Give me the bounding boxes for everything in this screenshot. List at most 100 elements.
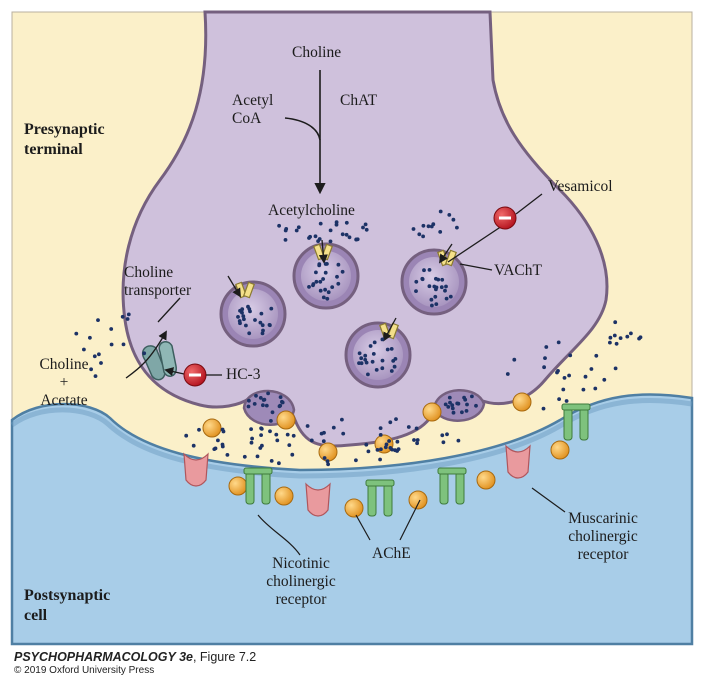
acetylcholine-dot: [371, 352, 376, 356]
acetylcholine-dot: [262, 397, 267, 402]
acetylcholine-dot: [280, 399, 284, 404]
acetylcholine-dot: [89, 367, 93, 372]
acetylcholine-dot: [266, 391, 270, 396]
acetylcholine-dot: [421, 234, 425, 239]
muscarinic-receptor: [183, 452, 209, 487]
acetylcholine-dot: [268, 323, 272, 328]
acetylcholine-dot: [260, 323, 265, 328]
acetylcholine-dot: [443, 402, 448, 407]
acetylcholine-dot: [238, 321, 242, 326]
acetylcholine-dot: [420, 276, 425, 281]
acetylcholine-dot: [287, 443, 292, 447]
ache-enzyme: [476, 470, 496, 490]
acetylcholine-dot: [309, 438, 314, 443]
acetylcholine-dot: [608, 340, 612, 345]
acetylcholine-dot: [450, 406, 455, 411]
acetylcholine-dot: [314, 279, 319, 284]
acetylcholine-dot: [378, 426, 383, 430]
receptor-layer: [183, 392, 591, 518]
acetylcholine-dot: [414, 279, 419, 284]
acetylcholine-dot: [389, 347, 394, 351]
acetylcholine-dot: [225, 453, 230, 457]
acetylcholine-dot: [247, 398, 251, 403]
acetylcholine-dot: [321, 295, 326, 300]
acetylcholine-dot: [415, 441, 419, 446]
acetylcholine-dot: [323, 262, 328, 266]
acetylcholine-dot: [434, 276, 438, 281]
ache-enzyme: [550, 440, 570, 460]
acetyl-coa-label: Acetyl CoA: [232, 92, 274, 127]
acetylcholine-dot: [126, 312, 131, 317]
acetylcholine-dot: [249, 440, 254, 445]
acetylcholine-dot: [261, 403, 265, 408]
acetylcholine-dot: [347, 235, 352, 240]
acetylcholine-dot: [323, 270, 328, 275]
acetylcholine-dot: [109, 327, 114, 331]
acetylcholine-dot: [88, 335, 92, 340]
acetylcholine-dot: [221, 429, 226, 434]
muscarinic-receptor-label: Muscarinic cholinergic receptor: [568, 510, 638, 563]
acetylcholine-dot: [255, 454, 260, 459]
acetylcholine-dot: [505, 372, 510, 376]
acetylcholine-dot: [594, 353, 599, 358]
acetylcholine-dot: [448, 400, 452, 405]
muscarinic-receptor: [305, 482, 331, 517]
acetylcholine-dot: [379, 447, 383, 452]
acetylcholine-dot: [283, 238, 288, 242]
acetylcholine-dot: [438, 230, 443, 234]
acetylcholine-label: Acetylcholine: [268, 202, 355, 219]
acetylcholine-dot: [142, 351, 147, 356]
acetylcholine-dot: [258, 320, 263, 325]
acetylcholine-dot: [451, 217, 456, 222]
acetylcholine-dot: [357, 361, 361, 365]
acetylcholine-dot: [291, 433, 296, 438]
acetylcholine-dot: [441, 440, 446, 445]
acetylcholine-dot: [394, 417, 398, 421]
acetylcholine-dot: [567, 373, 571, 378]
acetylcholine-dot: [625, 334, 630, 339]
acetylcholine-dot: [443, 288, 447, 293]
acetylcholine-dot: [326, 462, 330, 467]
acetylcholine-dot: [426, 224, 431, 229]
label-leaders: [257, 487, 566, 556]
figure-caption: PSYCHOPHARMACOLOGY 3e, Figure 7.2 © 2019…: [14, 650, 256, 676]
ache-enzyme: [422, 402, 442, 422]
acetylcholine-dot: [322, 430, 326, 435]
acetylcholine-dot: [109, 342, 114, 347]
acetylcholine-dot: [544, 345, 549, 349]
acetylcholine-dot: [366, 449, 371, 454]
acetylcholine-dot: [212, 447, 217, 451]
acetylcholine-dot: [184, 433, 189, 438]
acetylcholine-dot: [380, 366, 385, 371]
acetylcholine-dot: [368, 344, 373, 348]
acetylcholine-dot: [311, 282, 316, 286]
acetylcholine-dot: [383, 445, 388, 450]
acetylcholine-dot: [260, 331, 265, 336]
ache-enzyme: [318, 442, 338, 462]
acetylcholine-dot: [330, 285, 335, 289]
postsynaptic-cell-label: Postsynaptic cell: [24, 587, 111, 624]
acetylcholine-dot: [440, 433, 445, 438]
acetylcholine-dot: [344, 232, 349, 237]
acetylcholine-dot: [274, 432, 279, 437]
choline-label: Choline: [292, 44, 342, 61]
acetylcholine-dot: [317, 262, 322, 267]
acetylcholine-dot: [434, 302, 439, 306]
acetylcholine-dot: [541, 406, 546, 411]
acetylcholine-dot: [465, 402, 469, 407]
acetylcholine-dot: [216, 438, 220, 443]
acetylcholine-dot: [241, 314, 246, 318]
acetylcholine-dot: [354, 237, 359, 242]
acetylcholine-dot: [334, 220, 339, 225]
acetylcholine-dot: [391, 359, 396, 363]
vesicle-4: [344, 321, 412, 389]
acetylcholine-dot: [389, 369, 394, 373]
acetylcholine-dot: [344, 220, 349, 225]
acetylcholine-dot: [99, 361, 103, 365]
acetylcholine-dot: [411, 227, 416, 231]
choline-acetate-label: Choline + Acetate: [39, 356, 89, 409]
acetylcholine-dot: [82, 347, 86, 352]
ache-enzyme: [512, 392, 532, 412]
acetylcholine-dot: [406, 425, 411, 429]
